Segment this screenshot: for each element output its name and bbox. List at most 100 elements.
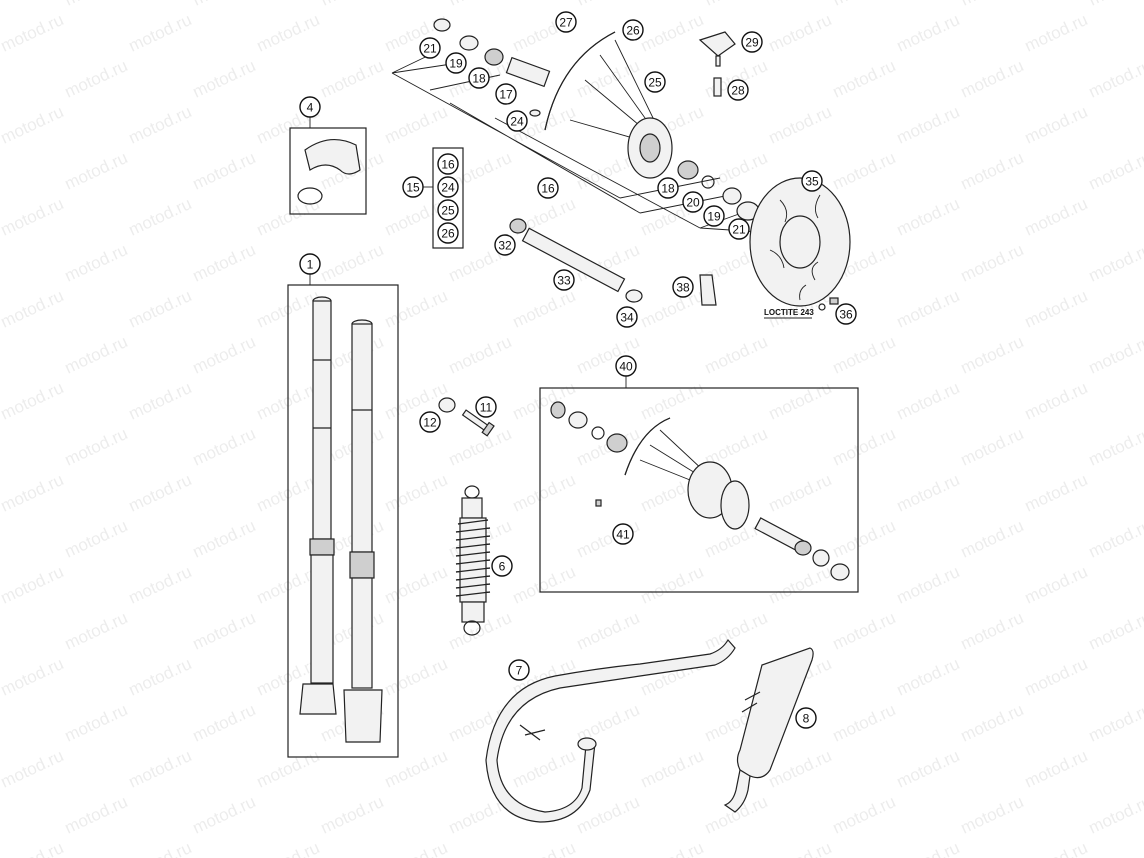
- watermark-text: motod.ru: [0, 424, 2, 470]
- watermark-text: motod.ru: [702, 608, 771, 654]
- watermark-text: motod.ru: [62, 148, 131, 194]
- watermark-text: motod.ru: [766, 10, 835, 56]
- callout-label: 26: [441, 227, 455, 241]
- fender-frame: [289, 127, 367, 215]
- callout-1: 1: [299, 253, 321, 275]
- watermark-text: motod.ru: [446, 0, 515, 10]
- callout-40: 40: [615, 355, 637, 377]
- watermark-text: motod.ru: [0, 792, 2, 838]
- watermark-text: motod.ru: [958, 332, 1027, 378]
- watermark-text: motod.ru: [126, 838, 195, 858]
- watermark-text: motod.ru: [766, 838, 835, 858]
- callout-label: 35: [805, 175, 819, 189]
- watermark-text: motod.ru: [830, 700, 899, 746]
- callout-label: 7: [516, 664, 523, 678]
- callout-11: 11: [475, 396, 497, 418]
- callout-label: 28: [731, 84, 745, 98]
- watermark-text: motod.ru: [894, 286, 963, 332]
- callout-label: 17: [499, 88, 513, 102]
- callout-label: 1: [307, 258, 314, 272]
- watermark-text: motod.ru: [766, 378, 835, 424]
- watermark-text: motod.ru: [446, 424, 515, 470]
- watermark-text: motod.ru: [190, 56, 259, 102]
- callout-6: 6: [491, 555, 513, 577]
- callout-label: 11: [480, 401, 493, 415]
- front-fork-assembly: [287, 274, 399, 758]
- callout-19: 19: [445, 52, 467, 74]
- watermark-text: motod.ru: [382, 654, 451, 700]
- watermark-text: motod.ru: [190, 332, 259, 378]
- watermark-text: motod.ru: [510, 286, 579, 332]
- callout-label: 25: [441, 204, 455, 218]
- watermark-text: motod.ru: [1022, 654, 1091, 700]
- watermark-text: motod.ru: [126, 378, 195, 424]
- watermark-text: motod.ru: [894, 102, 963, 148]
- callout-18: 18: [468, 67, 490, 89]
- watermark-text: motod.ru: [638, 746, 707, 792]
- callout-label: 4: [307, 101, 314, 115]
- callout-41: 41: [612, 523, 634, 545]
- fork-frame: [287, 284, 399, 758]
- callout-label: 19: [707, 210, 721, 224]
- callout-4: 4: [299, 96, 321, 118]
- watermark-text: motod.ru: [1022, 102, 1091, 148]
- watermark-text: motod.ru: [894, 378, 963, 424]
- watermark-text: motod.ru: [510, 470, 579, 516]
- watermark-text: motod.ru: [894, 10, 963, 56]
- watermark-text: motod.ru: [0, 700, 2, 746]
- watermark-text: motod.ru: [958, 792, 1027, 838]
- callout-16: 16: [537, 177, 559, 199]
- watermark-text: motod.ru: [574, 0, 643, 10]
- watermark-text: motod.ru: [62, 424, 131, 470]
- watermark-text: motod.ru: [0, 286, 66, 332]
- watermark-text: motod.ru: [254, 194, 323, 240]
- watermark-text: motod.ru: [0, 240, 2, 286]
- watermark-text: motod.ru: [702, 0, 771, 10]
- rear-wheel-assembly: [539, 376, 859, 593]
- callout-label: 16: [441, 158, 455, 172]
- watermark-text: motod.ru: [1022, 838, 1091, 858]
- fork-leg-left: [299, 296, 337, 715]
- watermark-text: motod.ru: [0, 838, 66, 858]
- watermark-text: motod.ru: [190, 792, 259, 838]
- callout-label: 16: [541, 182, 555, 196]
- watermark-text: motod.ru: [1086, 56, 1144, 102]
- watermark-text: motod.ru: [1022, 746, 1091, 792]
- watermark-text: motod.ru: [382, 838, 451, 858]
- callout-label: 26: [626, 24, 640, 38]
- watermark-text: motod.ru: [1022, 562, 1091, 608]
- watermark-text: motod.ru: [510, 562, 579, 608]
- watermark-text: motod.ru: [830, 608, 899, 654]
- watermark-text: motod.ru: [190, 608, 259, 654]
- watermark-text: motod.ru: [190, 148, 259, 194]
- watermark-text: motod.ru: [894, 746, 963, 792]
- watermark-text: motod.ru: [1086, 792, 1144, 838]
- watermark-text: motod.ru: [382, 470, 451, 516]
- callout-label: 12: [423, 416, 437, 430]
- watermark-text: motod.ru: [958, 148, 1027, 194]
- watermark-text: motod.ru: [62, 240, 131, 286]
- watermark-text: motod.ru: [958, 240, 1027, 286]
- watermark-text: motod.ru: [0, 0, 2, 10]
- watermark-text: motod.ru: [126, 654, 195, 700]
- callout-33: 33: [553, 269, 575, 291]
- watermark-text: motod.ru: [766, 470, 835, 516]
- watermark-text: motod.ru: [1086, 332, 1144, 378]
- watermark-text: motod.ru: [1086, 0, 1144, 10]
- watermark-text: motod.ru: [830, 424, 899, 470]
- watermark-text: motod.ru: [190, 700, 259, 746]
- watermark-text: motod.ru: [510, 746, 579, 792]
- watermark-text: motod.ru: [958, 700, 1027, 746]
- watermark-text: motod.ru: [126, 746, 195, 792]
- watermark-text: motod.ru: [830, 792, 899, 838]
- watermark-text: motod.ru: [126, 286, 195, 332]
- watermark-text: motod.ru: [574, 608, 643, 654]
- silencer: [723, 647, 814, 813]
- callout-25: 25: [437, 199, 459, 221]
- watermark-text: motod.ru: [62, 608, 131, 654]
- callout-15: 15: [402, 176, 424, 198]
- callout-28: 28: [727, 79, 749, 101]
- watermark-text: motod.ru: [958, 424, 1027, 470]
- watermark-text: motod.ru: [126, 10, 195, 56]
- watermark-text: motod.ru: [318, 792, 387, 838]
